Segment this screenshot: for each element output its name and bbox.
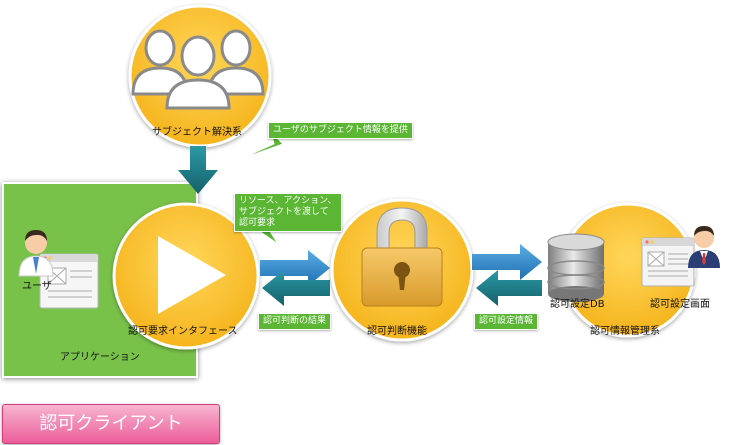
auth-decision-label: 認可判断機能 xyxy=(367,326,427,337)
application-label: アプリケーション xyxy=(60,352,140,363)
request-arrow-right xyxy=(260,250,330,286)
user-label: ユーザ xyxy=(22,281,52,292)
admin-avatar-icon xyxy=(688,226,720,268)
auth-settings-db-label: 認可設定DB xyxy=(550,299,605,310)
request-line-1: リソース、アクション、 xyxy=(239,196,337,206)
result-arrow-left xyxy=(262,270,330,306)
request-line-3: 認可要求 xyxy=(239,218,276,228)
settings-info-callout: 認可設定情報 xyxy=(474,313,539,330)
subject-info-callout: ユーザのサブジェクト情報を提供 xyxy=(268,122,413,139)
auth-info-mgmt-label: 認可情報管理系 xyxy=(590,326,660,337)
auth-interface-label: 認可要求インタフェース xyxy=(128,326,238,337)
settings-window-icon xyxy=(641,237,695,287)
settings-arrow-left xyxy=(476,270,542,306)
decision-result-callout: 認可判断の結果 xyxy=(258,313,332,330)
decision-result-text: 認可判断の結果 xyxy=(263,316,327,326)
settings-info-text: 認可設定情報 xyxy=(479,316,534,326)
user-window-icon xyxy=(39,253,99,309)
auth-settings-screen-label: 認可設定画面 xyxy=(650,299,710,310)
auth-client-badge: 認可クライアント xyxy=(2,404,220,444)
play-icon xyxy=(158,236,226,314)
request-callout: リソース、アクション、 サブジェクトを渡して 認可要求 xyxy=(234,193,342,232)
callout-pointer xyxy=(237,130,284,161)
database-icon xyxy=(547,233,605,302)
subject-resolver-label: サブジェクト解決系 xyxy=(152,127,242,138)
down-arrow xyxy=(178,146,218,194)
request-line-2: サブジェクトを渡して xyxy=(239,207,329,217)
padlock-icon xyxy=(361,207,443,307)
subject-info-text: ユーザのサブジェクト情報を提供 xyxy=(273,125,408,135)
user-avatar-icon xyxy=(18,230,54,277)
users-group-icon xyxy=(131,29,265,110)
db-query-arrow-right xyxy=(472,244,542,280)
